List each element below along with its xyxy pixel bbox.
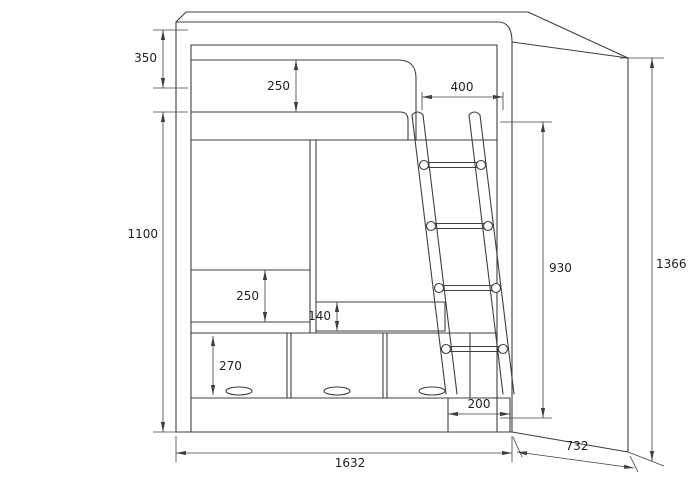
drawer-handle (418, 386, 446, 396)
dim-label-1366: 1366 (656, 257, 687, 271)
ladder-knob (475, 159, 487, 171)
rear-bottom-edge (511, 431, 629, 453)
ladder-rail-cap (468, 111, 481, 116)
drawer-unit (190, 332, 511, 433)
ladder-rung (426, 161, 479, 169)
dim-140: 140 (308, 302, 340, 331)
ladder-knob (433, 282, 445, 294)
ladder-right-rail (468, 114, 504, 395)
dim-label-400: 400 (451, 80, 474, 94)
dim-200: 200 (448, 397, 510, 417)
ladder (411, 111, 515, 395)
drawer-handle (225, 386, 253, 396)
dim-label-930: 930 (549, 261, 572, 275)
ladder-rung (441, 284, 494, 292)
safety-rail-inner (190, 111, 409, 141)
ext-line (512, 436, 523, 458)
ladder-knob (482, 220, 494, 232)
dim-line (516, 451, 635, 469)
dim-270: 270 (210, 336, 242, 395)
dim-label-250-top: 250 (267, 79, 290, 93)
front-safety-rail (190, 59, 498, 141)
dim-label-270: 270 (219, 359, 242, 373)
ladder-knob (418, 159, 430, 171)
dim-1100: 1100 (127, 111, 188, 433)
dim-930: 930 (500, 121, 572, 419)
dim-label-200: 200 (468, 397, 491, 411)
dim-label-1100: 1100 (127, 227, 158, 241)
dim-label-250-low: 250 (236, 289, 259, 303)
dim-250-low: 250 (236, 270, 268, 322)
rear-top-edge (511, 41, 629, 59)
ladder-rung (433, 222, 486, 230)
bed-structure (175, 11, 629, 453)
ladder-right-rail (479, 114, 515, 395)
top-back-rail (175, 11, 629, 59)
dim-label-732: 732 (566, 439, 589, 453)
mid-section (190, 139, 446, 334)
ladder-left-rail (411, 114, 447, 395)
dim-250-top: 250 (267, 60, 299, 112)
dim-1632: 1632 (175, 436, 513, 470)
dim-350: 350 (134, 29, 188, 89)
dim-732: 732 (512, 436, 639, 473)
top-rail-front-edge (175, 21, 513, 43)
ladder-left-rail (422, 114, 458, 395)
ladder-knob (497, 343, 509, 355)
ext-line (627, 451, 665, 467)
ladder-knob (440, 343, 452, 355)
drawer-handle (323, 386, 351, 396)
safety-rail-outer (190, 59, 417, 141)
dim-400: 400 (421, 80, 504, 110)
ladder-knob (425, 220, 437, 232)
ladder-rail-cap (411, 111, 424, 116)
ladder-knob (490, 282, 502, 294)
top-rail-top-face (175, 11, 629, 59)
dim-label-140: 140 (308, 309, 331, 323)
dim-label-350: 350 (134, 51, 157, 65)
dimensions: 350 250 400 1100 930 136 (127, 29, 687, 473)
dim-label-1632: 1632 (335, 456, 366, 470)
ladder-rung (448, 345, 501, 353)
dim-1366: 1366 (620, 57, 687, 467)
rear-edges (511, 41, 629, 453)
ext-line (629, 455, 639, 473)
